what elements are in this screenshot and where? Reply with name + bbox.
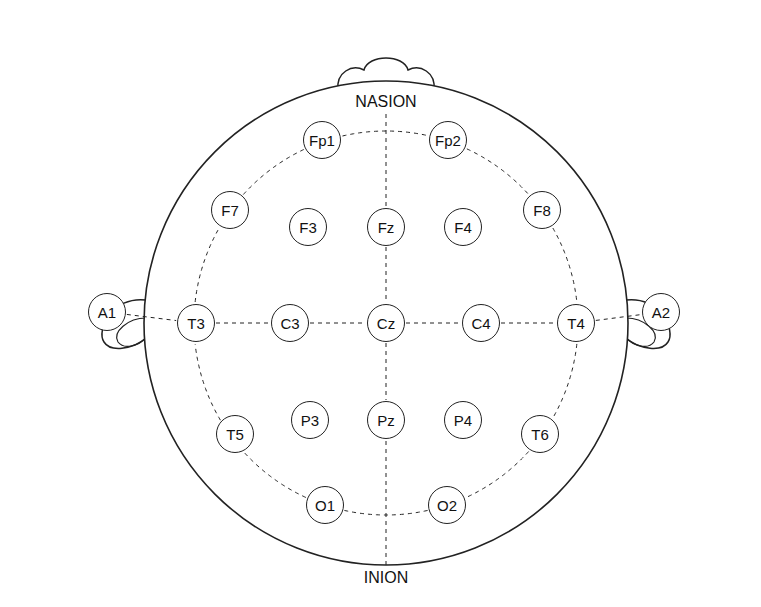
dashed-line <box>244 453 305 498</box>
electrode-circle: F4 <box>444 208 482 246</box>
electrode-circle: T4 <box>557 304 595 342</box>
dashed-line <box>386 247 387 303</box>
electrode-circle: C4 <box>462 304 500 342</box>
electrode-label: A1 <box>98 305 116 320</box>
electrode-circle: A1 <box>88 293 126 331</box>
electrode-label: P3 <box>301 413 319 428</box>
dashed-line <box>466 452 528 498</box>
dashed-line <box>386 343 387 400</box>
dashed-line <box>501 323 556 324</box>
dashed-line <box>195 344 220 420</box>
electrode-label: O1 <box>315 498 335 513</box>
dashed-line <box>243 150 303 195</box>
electrode-label: Fz <box>378 220 395 235</box>
head-circle <box>144 81 628 565</box>
electrode-circle: F8 <box>523 191 561 229</box>
electrode-circle: T5 <box>216 415 254 453</box>
electrode-circle: P4 <box>444 401 482 439</box>
electrode-label: T6 <box>531 427 549 442</box>
electrode-label: C3 <box>280 316 299 331</box>
electrode-circle: Pz <box>367 401 405 439</box>
electrode-label: Pz <box>377 413 395 428</box>
landmark-label: NASION <box>353 93 418 111</box>
electrode-label: T3 <box>187 316 205 331</box>
electrode-circle: Fz <box>367 208 405 246</box>
landmark-label: INION <box>362 569 410 587</box>
electrode-circle: T3 <box>177 304 215 342</box>
electrode-circle: O1 <box>306 486 344 524</box>
electrode-circle: Fp2 <box>429 121 467 159</box>
electrode-circle: A2 <box>642 293 680 331</box>
dashed-line <box>127 314 176 320</box>
electrode-circle: O2 <box>428 486 466 524</box>
dashed-line <box>553 344 577 418</box>
electrode-label: F8 <box>533 203 551 218</box>
midline <box>386 114 387 206</box>
midline <box>386 441 387 566</box>
dashed-line <box>195 228 219 302</box>
electrode-label: P4 <box>454 413 472 428</box>
electrode-label: F7 <box>221 203 239 218</box>
electrode-label: T5 <box>226 427 244 442</box>
electrode-label: O2 <box>437 498 457 513</box>
electrode-label: T4 <box>567 316 585 331</box>
dashed-line <box>467 149 529 194</box>
dashed-line <box>344 510 427 515</box>
electrode-label: A2 <box>652 305 670 320</box>
electrode-circle: F3 <box>289 208 327 246</box>
dashed-line <box>596 315 641 321</box>
electrode-circle: P3 <box>291 401 329 439</box>
electrode-circle: F7 <box>211 191 249 229</box>
dashed-line <box>553 228 577 302</box>
electrode-label: Cz <box>377 316 395 331</box>
electrode-circle: Fp1 <box>303 121 341 159</box>
dashed-line <box>216 323 270 324</box>
electrode-label: Fp1 <box>309 133 335 148</box>
electrode-label: Fp2 <box>435 133 461 148</box>
electrode-label: C4 <box>471 316 490 331</box>
dashed-line <box>342 131 427 136</box>
electrode-label: F4 <box>454 220 472 235</box>
dashed-line <box>310 323 366 324</box>
electrode-label: F3 <box>299 220 317 235</box>
dashed-line <box>406 323 461 324</box>
electrode-circle: T6 <box>521 415 559 453</box>
electrode-circle: Cz <box>367 304 405 342</box>
electrode-circle: C3 <box>271 304 309 342</box>
